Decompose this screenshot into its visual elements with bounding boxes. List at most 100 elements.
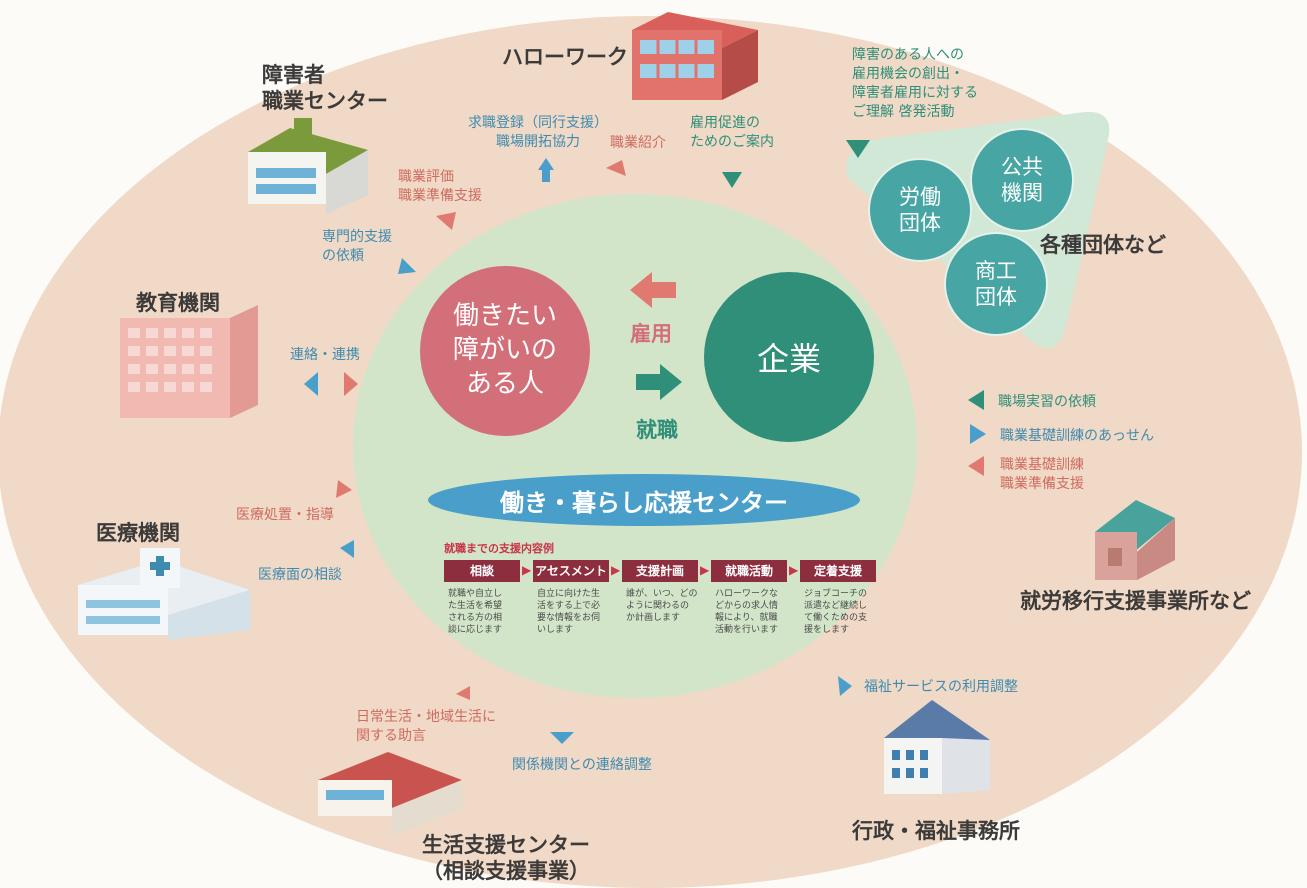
step-desc-line: 誰が、いつ、どの <box>626 589 698 599</box>
job-label: 就職 <box>636 418 678 442</box>
job-registration-line2: 職場開拓協力 <box>496 133 580 150</box>
vocational-eval-line1: 職業評価 <box>398 169 454 185</box>
life-support-building-icon <box>318 752 462 836</box>
public-org-line1: 公共 <box>1001 154 1043 179</box>
education-building-icon <box>120 305 258 418</box>
step-arrow-icon: ▶ <box>611 563 621 577</box>
step-desc-line: た生活を希望 <box>448 601 503 612</box>
company-label: 企業 <box>756 340 821 378</box>
step-desc-line: 活動を行います <box>715 625 779 636</box>
vocational-center-label: 障害者 職業センター <box>262 62 388 115</box>
labor-org-circle: 労働団体 <box>868 158 972 262</box>
vocational-eval-label: 職業評価 職業準備支援 <box>398 168 482 206</box>
government-building-icon <box>884 700 990 794</box>
step-label: 就職活動 <box>711 560 787 582</box>
organizations-label: 各種団体など <box>1040 233 1166 257</box>
training-prep-label: 職業基礎訓練 職業準備支援 <box>1000 456 1084 494</box>
step-label: 定着支援 <box>800 560 876 582</box>
center-banner-label: 働き・暮らし応援センター <box>500 488 788 517</box>
step-desc-line: ジョブコーチの <box>804 589 868 599</box>
education-label: 教育機関 <box>136 291 220 315</box>
step-description: 就職や自立した生活を希望される方の相談に応じます <box>448 588 528 637</box>
specialist-request-line2: の依頼 <box>322 247 364 264</box>
company-circle: 企業 <box>704 272 874 442</box>
arrow-employ <box>630 272 676 308</box>
job-referral-label: 職業紹介 <box>610 135 666 151</box>
step-desc-line: ハローワークな <box>715 589 779 599</box>
hellowork-building-icon <box>632 12 758 100</box>
daily-life-advice-label: 日常生活・地域生活に 関する助言 <box>356 708 496 746</box>
commerce-org-circle: 商工団体 <box>944 232 1048 336</box>
step-label: 相談 <box>444 560 520 582</box>
medical-label: 医療機関 <box>96 521 180 545</box>
welfare-adjust-label: 福祉サービスの利用調整 <box>864 679 1018 695</box>
medical-consult-label: 医療面の相談 <box>258 567 342 583</box>
life-support-line1: 生活支援センター <box>422 833 590 857</box>
house-icon <box>1095 500 1175 580</box>
specialist-request-label: 専門的支援 の依頼 <box>322 228 392 266</box>
specialist-request-line1: 専門的支援 <box>322 229 392 245</box>
school-building-icon <box>248 118 368 214</box>
daily-life-advice-line1: 日常生活・地域生活に <box>356 709 496 725</box>
step-label: アセスメント <box>533 560 609 582</box>
person-line3: ある人 <box>465 368 544 399</box>
public-org-line2: 機関 <box>1001 181 1043 205</box>
awareness-line1: 障害のある人への <box>852 47 964 63</box>
step-desc-line: 援をします <box>804 625 850 636</box>
step-arrow-icon: ▶ <box>789 563 799 577</box>
daily-life-advice-line2: 関する助言 <box>356 727 426 744</box>
step-desc-line: 活をする上で必 <box>537 601 601 612</box>
step-description: ハローワークなどからの求人情報により、就職活動を行います <box>715 588 795 637</box>
agency-liaison-label: 関係機関との連絡調整 <box>512 757 652 773</box>
awareness-line2: 雇用機会の創出・ <box>852 65 964 82</box>
vocational-center-line2: 職業センター <box>262 89 388 114</box>
internship-label: 職場実習の依頼 <box>998 394 1096 410</box>
support-title: 就職までの支援内容例 <box>444 542 554 555</box>
public-org-circle: 公共機関 <box>970 128 1074 232</box>
liaison-label: 連絡・連携 <box>290 347 360 363</box>
training-prep-line1: 職業基礎訓練 <box>1000 457 1084 473</box>
medical-treatment-label: 医療処置・指導 <box>236 507 334 523</box>
person-line1: 働きたい <box>452 301 557 332</box>
step-desc-line: ように関わるの <box>626 601 690 612</box>
vocational-eval-line2: 職業準備支援 <box>398 187 482 204</box>
step-desc-line: 報により、就職 <box>715 613 778 624</box>
step-desc-line: どからの求人情 <box>715 601 779 612</box>
step-desc-line: 自立に向けた生 <box>537 589 601 599</box>
flow-arrows <box>304 140 986 744</box>
step-desc-line: 派遣など継続し <box>804 601 868 612</box>
step-desc-line: か計画します <box>626 613 681 624</box>
job-registration-label: 求職登録（同行支援） 職場開拓協力 <box>468 114 608 152</box>
step-desc-line: て働くための支 <box>804 613 868 624</box>
step-label: 支援計画 <box>622 560 698 582</box>
hellowork-label: ハローワーク <box>502 45 628 69</box>
arrow-job <box>636 364 682 400</box>
training-prep-line2: 職業準備支援 <box>1000 475 1084 492</box>
step-description: 誰が、いつ、どのように関わるのか計画します <box>626 588 706 624</box>
employment-promotion-label: 雇用促進の ためのご案内 <box>690 114 774 152</box>
step-description: ジョブコーチの派遣など継続して働くための支援をします <box>804 588 884 637</box>
step-arrow-icon: ▶ <box>522 563 532 577</box>
government-label: 行政・福祉事務所 <box>852 819 1020 843</box>
awareness-line4: ご理解 啓発活動 <box>852 103 955 120</box>
hospital-building-icon <box>78 548 250 640</box>
center-banner: 働き・暮らし応援センター <box>428 474 860 526</box>
life-support-label: 生活支援センター （相談支援事業） <box>422 832 590 885</box>
labor-org-line1: 労働 <box>899 184 941 209</box>
step-desc-line: いします <box>537 625 574 636</box>
employ-label: 雇用 <box>630 322 672 346</box>
step-arrow-icon: ▶ <box>700 563 710 577</box>
employment-promotion-line2: ためのご案内 <box>690 133 774 150</box>
awareness-label: 障害のある人への 雇用機会の創出・ 障害者雇用に対する ご理解 啓発活動 <box>852 46 978 122</box>
step-desc-line: 要な情報をお伺 <box>537 613 601 624</box>
person-circle: 働きたい 障がいの ある人 <box>420 266 590 436</box>
person-line2: 障がいの <box>452 335 557 366</box>
training-referral-label: 職業基礎訓練のあっせん <box>1000 428 1154 444</box>
commerce-org-line2: 団体 <box>975 285 1017 309</box>
step-description: 自立に向けた生活をする上で必要な情報をお伺いします <box>537 588 617 637</box>
transition-support-label: 就労移行支援事業所など <box>1020 589 1251 613</box>
labor-org-line2: 団体 <box>899 211 941 235</box>
step-desc-line: 就職や自立し <box>448 589 503 599</box>
step-desc-line: 談に応じます <box>448 625 503 636</box>
life-support-line2: （相談支援事業） <box>422 859 590 884</box>
